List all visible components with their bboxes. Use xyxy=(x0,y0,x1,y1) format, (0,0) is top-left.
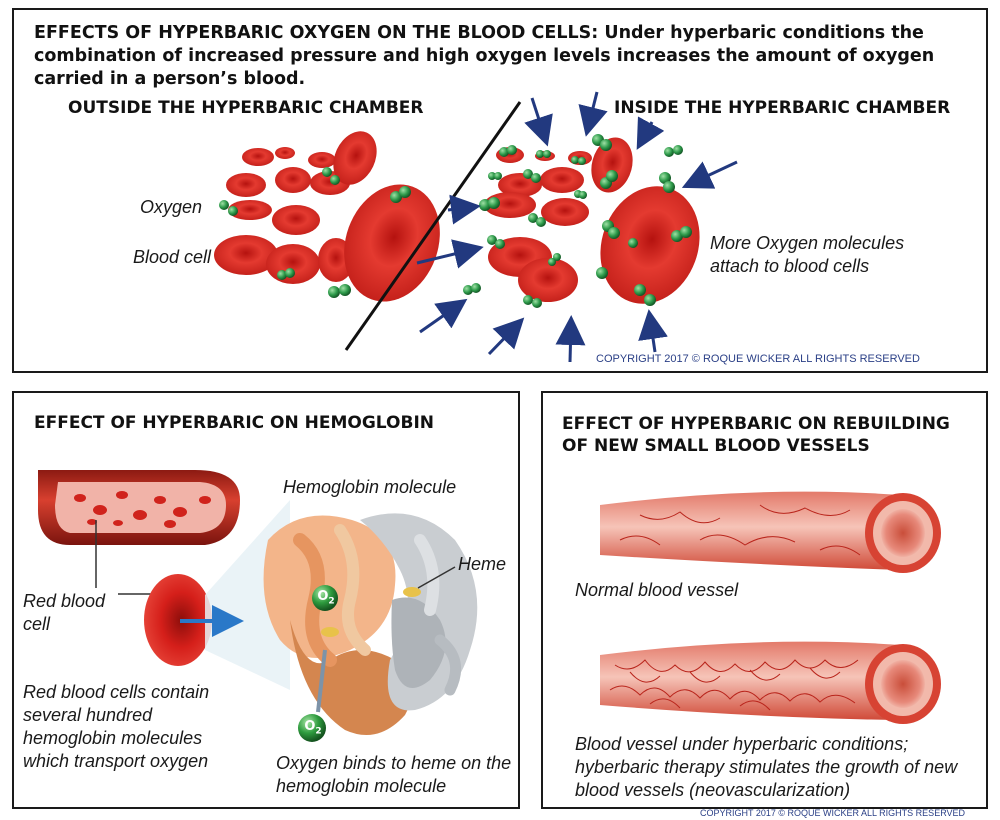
pressure-arrow xyxy=(681,160,738,189)
oxygen-molecule xyxy=(600,170,618,189)
red-blood-cell xyxy=(226,173,266,197)
oxygen-molecule xyxy=(536,150,551,158)
o2-subscript: 2 xyxy=(328,596,335,607)
oxygen-molecule xyxy=(548,253,561,266)
normal-vessel-label: Normal blood vessel xyxy=(575,580,739,600)
hemoglobin-title: EFFECT OF HYPERBARIC ON HEMOGLOBIN xyxy=(34,413,434,433)
heme-disc xyxy=(403,587,421,597)
red-blood-cell-label: Red blood cell xyxy=(23,591,106,634)
oxygen-molecules xyxy=(219,134,692,308)
heme-label: Heme xyxy=(458,554,507,574)
top-panel-title: EFFECTS OF HYPERBARIC OXYGEN ON THE BLOO… xyxy=(34,22,964,91)
vessels-title: EFFECT OF HYPERBARIC ON REBUILDING OF NE… xyxy=(562,414,950,456)
top-title-bold: EFFECTS OF HYPERBARIC OXYGEN ON THE BLOO… xyxy=(34,23,599,43)
red-blood-cell xyxy=(498,173,542,197)
pressure-arrow xyxy=(416,239,484,269)
o2-glyph-bottom: O2 xyxy=(302,718,324,741)
binding-arrow xyxy=(316,649,327,713)
red-blood-cell-large xyxy=(144,574,212,666)
pressure-arrow xyxy=(419,298,468,334)
pressure-arrow xyxy=(636,116,665,150)
vessels-panel xyxy=(541,391,988,809)
oxygen-molecule xyxy=(219,200,238,216)
red-blood-cell xyxy=(214,235,278,275)
cutaway-vessel xyxy=(38,470,240,545)
oxygen-molecule xyxy=(487,235,505,249)
more-oxygen-label: More Oxygen molecules attach to blood ce… xyxy=(710,233,905,276)
top-title-rest: Under hyperbaric conditions the combinat… xyxy=(34,23,935,89)
oxygen-molecule xyxy=(574,190,587,199)
pressure-arrow xyxy=(447,194,481,225)
pressure-arrow xyxy=(555,315,586,363)
o2-sphere xyxy=(298,714,326,742)
hemoglobin-contain-label: Red blood cells contain several hundred … xyxy=(23,682,210,771)
oxygen-binds-label: Oxygen binds to heme on the hemoglobin m… xyxy=(276,753,512,796)
oxygen-molecule xyxy=(479,197,500,211)
oxygen-molecule xyxy=(634,284,656,306)
pressure-arrow xyxy=(638,309,668,353)
hyperbaric-vessel-label: Blood vessel under hyperbaric conditions… xyxy=(575,734,958,800)
o2-symbol: O xyxy=(304,719,316,734)
heme-disc xyxy=(321,627,339,637)
oxygen-molecule xyxy=(592,134,612,151)
blood-cell-label: Blood cell xyxy=(133,247,212,267)
outside-heading: OUTSIDE THE HYPERBARIC CHAMBER xyxy=(68,98,424,118)
oxygen-molecule xyxy=(328,284,351,298)
oxygen-label: Oxygen xyxy=(140,197,203,217)
red-blood-cell xyxy=(275,167,311,193)
oxygen-molecule xyxy=(488,172,502,180)
hemoglobin-molecule-label: Hemoglobin molecule xyxy=(283,477,457,497)
red-blood-cell xyxy=(600,186,700,304)
red-blood-cell xyxy=(272,205,320,235)
oxygen-molecule xyxy=(671,226,692,242)
oxygen-molecule xyxy=(523,295,542,308)
oxygen-molecule xyxy=(596,267,608,279)
normal-blood-vessel xyxy=(600,491,941,573)
oxygen-molecule xyxy=(523,169,541,183)
pressure-arrow xyxy=(578,91,608,137)
pressure-arrow xyxy=(524,97,553,147)
oxygen-molecule xyxy=(628,238,638,248)
pressure-arrows xyxy=(416,91,738,363)
oxygen-molecule xyxy=(664,145,683,157)
inside-blood-cells xyxy=(484,137,700,304)
oxygen-molecule xyxy=(277,268,295,280)
oxygen-molecule xyxy=(499,145,517,157)
oxygen-molecule xyxy=(390,186,411,203)
top-copyright: COPYRIGHT 2017 © ROQUE WICKER ALL RIGHTS… xyxy=(596,353,920,365)
oxygen-molecule xyxy=(322,167,340,185)
oxygen-molecule xyxy=(528,213,546,227)
red-blood-cell xyxy=(540,167,584,193)
hyperbaric-blood-vessel xyxy=(600,641,941,724)
red-blood-cell xyxy=(333,131,377,185)
o2-glyph-top: O2 xyxy=(315,588,337,611)
pressure-arrow xyxy=(487,317,525,356)
oxygen-molecule xyxy=(463,283,481,295)
heme-callout-line xyxy=(417,566,456,589)
chamber-divider xyxy=(344,101,522,351)
o2-sphere xyxy=(312,585,338,611)
red-blood-cell xyxy=(591,137,633,193)
red-blood-cell xyxy=(344,184,440,302)
o2-subscript: 2 xyxy=(315,726,322,737)
footer-copyright: COPYRIGHT 2017 © ROQUE WICKER ALL RIGHTS… xyxy=(700,808,966,818)
top-panel xyxy=(12,8,988,373)
oxygen-molecule xyxy=(571,156,586,165)
inside-heading: INSIDE THE HYPERBARIC CHAMBER xyxy=(614,98,951,118)
red-blood-cell xyxy=(228,200,272,220)
red-blood-cell xyxy=(518,258,578,302)
oxygen-molecule xyxy=(602,220,620,239)
red-blood-cell xyxy=(308,152,336,168)
o2-symbol: O xyxy=(317,589,329,604)
outside-blood-cells xyxy=(214,131,440,302)
red-blood-cell xyxy=(242,148,274,166)
red-blood-cell xyxy=(275,147,295,159)
red-blood-cell xyxy=(541,198,589,226)
oxygen-molecule xyxy=(659,172,675,193)
